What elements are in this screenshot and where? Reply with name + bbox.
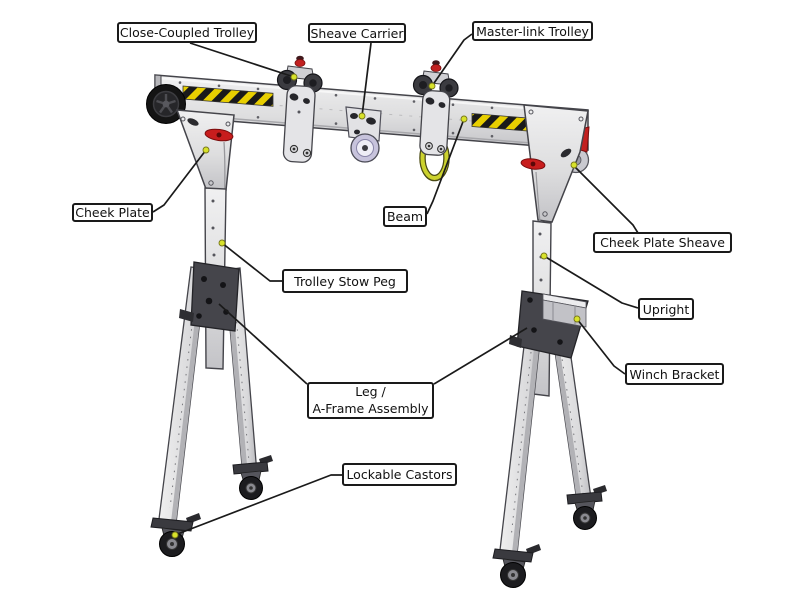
right-rear-leg bbox=[551, 328, 594, 516]
label-leg-a-frame-assembly: Leg / A-Frame Assembly bbox=[307, 382, 434, 419]
label-winch-bracket: Winch Bracket bbox=[625, 363, 724, 385]
castor-right-rear bbox=[566, 485, 607, 530]
label-cheek-plate-sheave: Cheek Plate Sheave bbox=[593, 232, 732, 253]
label-master-link-trolley: Master-link Trolley bbox=[472, 21, 593, 41]
close-coupled-trolley-graphic bbox=[276, 55, 323, 163]
right-cheek-plate bbox=[523, 104, 590, 223]
label-sheave-carrier: Sheave Carrier bbox=[308, 23, 406, 43]
label-trolley-stow-peg: Trolley Stow Peg bbox=[282, 269, 408, 293]
winch-bracket-graphic bbox=[509, 290, 589, 359]
label-close-coupled-trolley: Close-Coupled Trolley bbox=[117, 22, 257, 43]
label-leg-line1: Leg / bbox=[355, 383, 386, 399]
right-front-leg bbox=[499, 328, 542, 555]
sheave-carrier-graphic bbox=[345, 106, 382, 163]
label-beam: Beam bbox=[383, 206, 427, 227]
master-link-trolley-graphic bbox=[412, 60, 459, 182]
label-lockable-castors: Lockable Castors bbox=[342, 463, 457, 486]
label-upright: Upright bbox=[638, 298, 694, 320]
leader-lines bbox=[152, 33, 639, 536]
anchor-dots bbox=[171, 73, 581, 539]
castor-left-front bbox=[150, 513, 201, 557]
left-a-frame-hinge-block bbox=[179, 261, 240, 332]
castor-right-front bbox=[492, 544, 541, 588]
label-leg-line2: A-Frame Assembly bbox=[312, 400, 429, 416]
castor-left-rear bbox=[232, 455, 273, 500]
label-cheek-plate: Cheek Plate bbox=[72, 203, 153, 222]
beam-storage-wheel bbox=[146, 84, 186, 124]
